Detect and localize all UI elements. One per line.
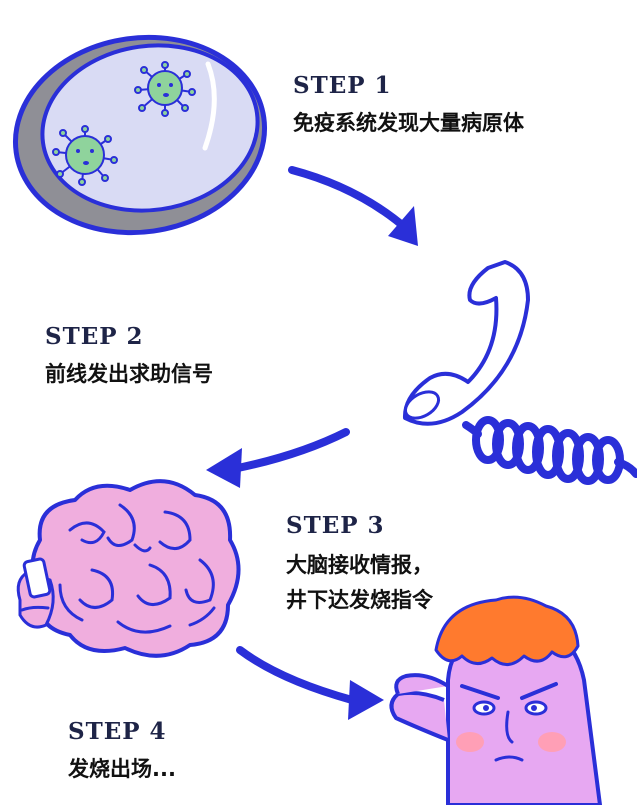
character-icon	[389, 595, 602, 805]
brain-icon	[30, 479, 241, 658]
step-3-description-line-2: 井下达发烧指令	[286, 588, 433, 612]
cell-icon	[12, 34, 268, 236]
arrow-step3-to-step4	[236, 646, 384, 720]
step-4-description: 发烧出场...	[68, 757, 176, 781]
step-4-title: STEP 4	[68, 718, 167, 745]
arrow-step2-to-step3	[206, 428, 350, 488]
virus-icon	[52, 125, 118, 186]
telephone-icon	[402, 260, 637, 485]
step-2-description: 前线发出求助信号	[45, 362, 213, 386]
arrow-step1-to-step2	[288, 166, 418, 246]
step-1-description: 免疫系统发现大量病原体	[293, 111, 524, 135]
virus-icon	[134, 61, 196, 117]
step-2-title: STEP 2	[45, 323, 144, 350]
step-3-description-line-1: 大脑接收情报，	[286, 553, 433, 577]
smartphone-icon	[16, 557, 55, 629]
step-1-title: STEP 1	[293, 72, 392, 99]
step-3-title: STEP 3	[286, 512, 385, 539]
